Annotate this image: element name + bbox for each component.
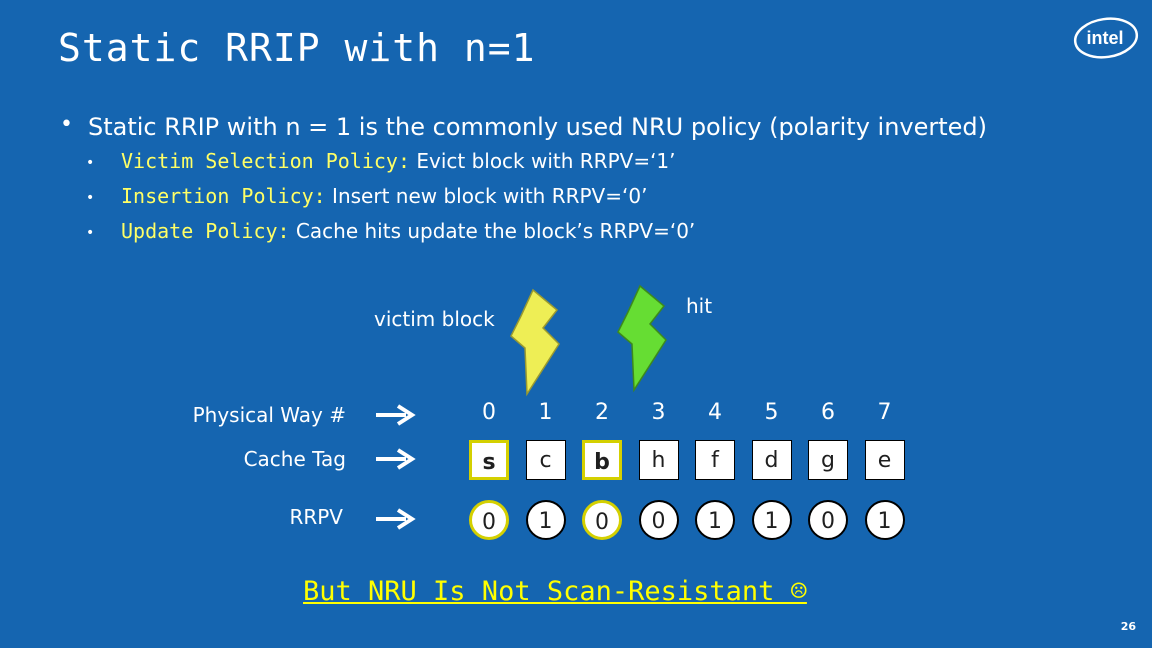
right-arrow-icon <box>376 404 416 426</box>
rrpv-value-0: 0 <box>469 500 509 540</box>
row-label-way: Physical Way # <box>192 403 346 427</box>
bullet-dot: • <box>86 190 95 206</box>
keyword-victim: Victim Selection Policy: <box>121 149 410 173</box>
rrpv-value-6: 0 <box>808 500 848 540</box>
row-label-rrpv: RRPV <box>289 505 343 529</box>
cache-tag-0: s <box>469 440 509 480</box>
logo-text: intel <box>1086 28 1123 48</box>
victim-block-label: victim block <box>374 307 495 331</box>
text-insertion: Insert new block with RRPV=‘0’ <box>325 184 648 208</box>
cache-tag-2: b <box>582 440 622 480</box>
main-bullet: Static RRIP with n = 1 is the commonly u… <box>88 113 988 141</box>
slide-title: Static RRIP with n=1 <box>58 26 536 70</box>
rrpv-value-2: 0 <box>582 500 622 540</box>
cache-tag-5: d <box>751 440 792 480</box>
way-number-5: 5 <box>764 400 779 425</box>
bullet-dot: • <box>60 112 73 137</box>
hit-lightning-icon <box>617 284 667 393</box>
intel-logo: intel <box>1073 17 1139 59</box>
way-number-4: 4 <box>708 400 722 425</box>
rrpv-value-3: 0 <box>638 500 679 540</box>
way-number-3: 3 <box>651 400 666 425</box>
rrpv-value-7: 1 <box>864 500 905 540</box>
way-number-7: 7 <box>877 400 892 425</box>
text-victim: Evict block with RRPV=‘1’ <box>409 149 676 173</box>
text-update: Cache hits update the block’s RRPV=‘0’ <box>289 219 696 243</box>
keyword-update: Update Policy: <box>121 219 290 243</box>
way-number-6: 6 <box>821 400 835 425</box>
hit-label: hit <box>686 294 713 318</box>
way-number-2: 2 <box>595 400 609 425</box>
row-label-tag: Cache Tag <box>243 447 346 471</box>
victim-lightning-icon <box>510 288 560 397</box>
rrpv-value-1: 1 <box>525 500 566 540</box>
way-number-1: 1 <box>538 400 553 425</box>
cache-tag-6: g <box>808 440 848 480</box>
right-arrow-icon <box>376 448 416 470</box>
page-number: 26 <box>1120 620 1136 633</box>
keyword-insertion: Insertion Policy: <box>121 184 326 208</box>
cache-tag-7: e <box>864 440 905 480</box>
bullet-dot: • <box>86 155 95 171</box>
rrpv-value-5: 1 <box>751 500 792 540</box>
cache-tag-1: c <box>525 440 566 480</box>
rrpv-value-4: 1 <box>695 500 735 540</box>
scan-resistant-note: But NRU Is Not Scan-Resistant ☹ <box>303 576 807 607</box>
bullet-dot: • <box>86 225 95 241</box>
right-arrow-icon <box>376 508 416 530</box>
way-number-0: 0 <box>482 400 496 425</box>
cache-tag-4: f <box>695 440 735 480</box>
cache-tag-3: h <box>638 440 679 480</box>
